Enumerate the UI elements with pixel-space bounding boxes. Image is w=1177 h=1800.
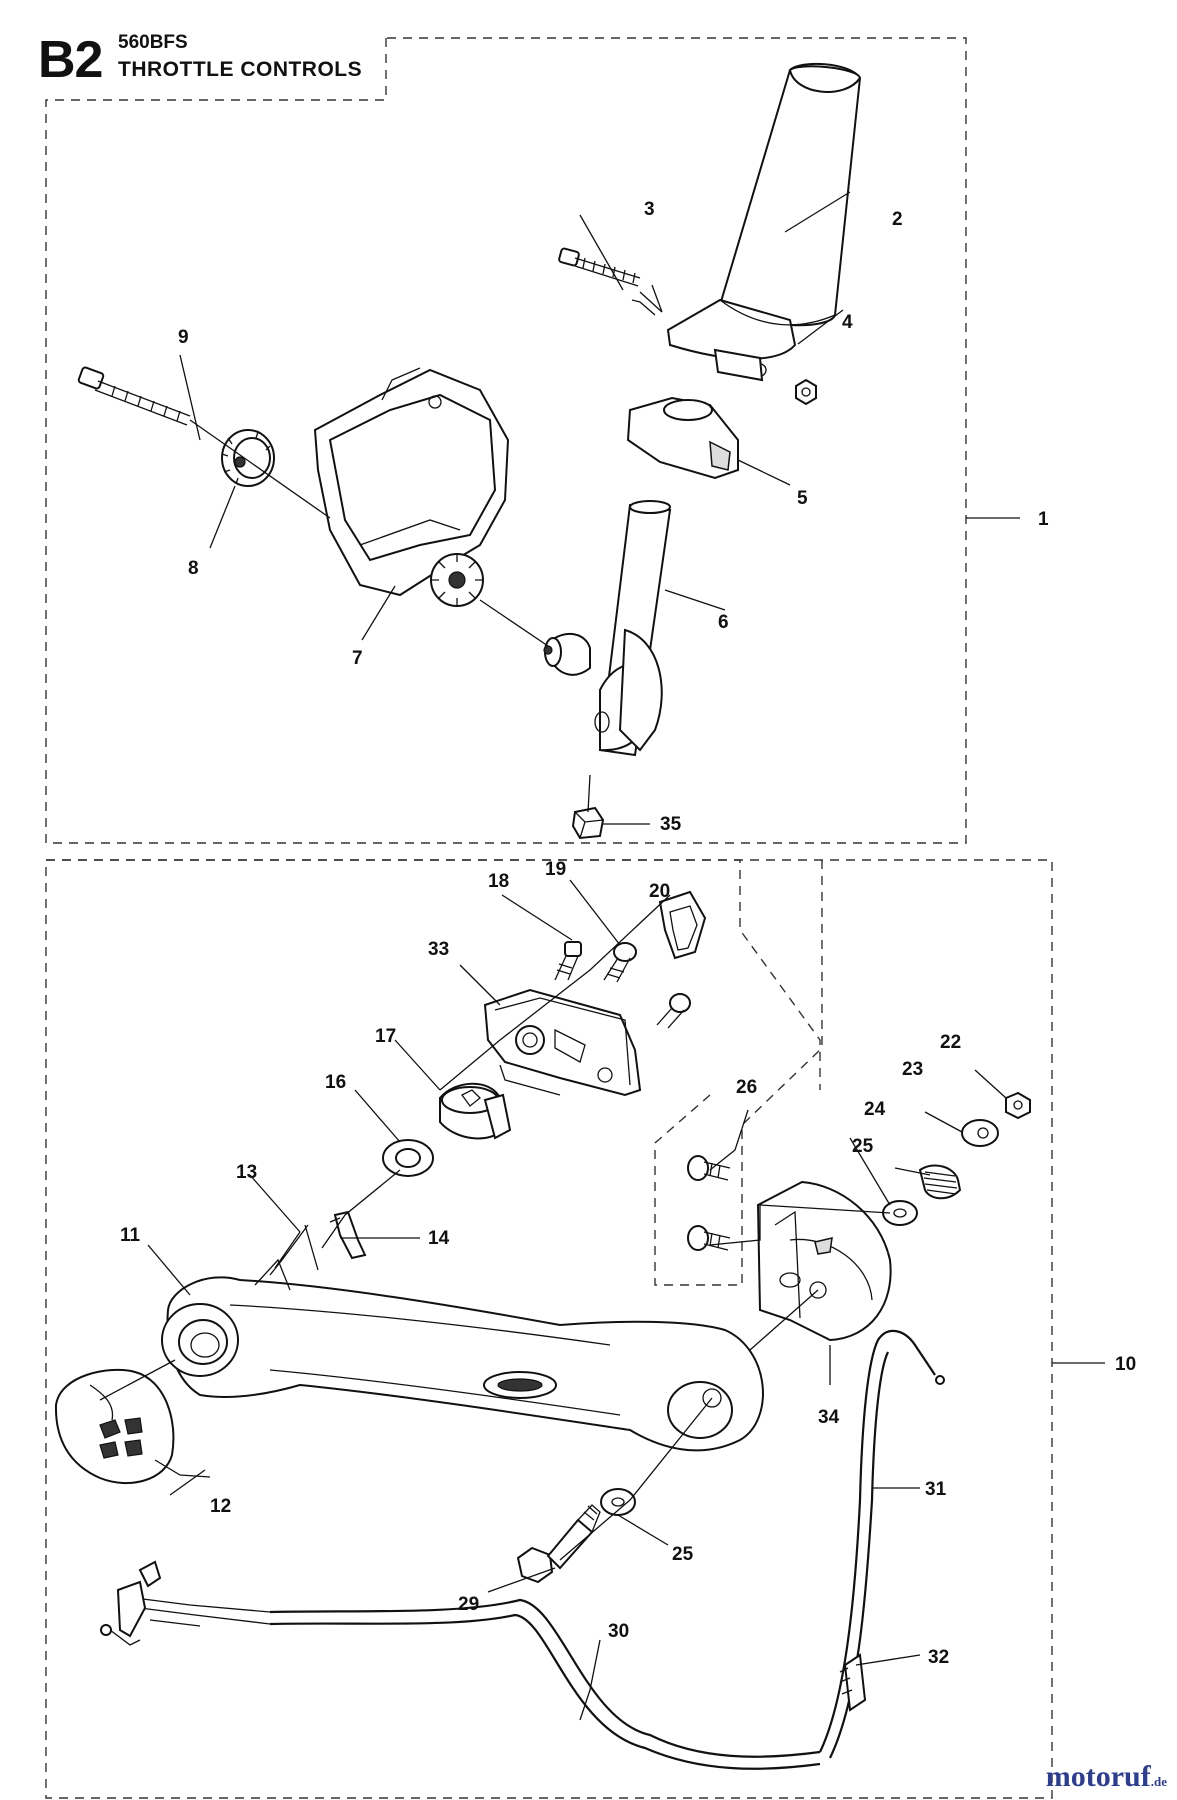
part-long-bolt	[77, 366, 191, 426]
part-spring-wire	[269, 1224, 319, 1276]
section-code: B2	[38, 31, 103, 89]
callout-5: 5	[797, 488, 808, 509]
callout-18: 18	[488, 871, 509, 892]
callout-34: 34	[818, 1407, 840, 1428]
part-screw-18	[554, 941, 582, 981]
callout-17: 17	[375, 1026, 396, 1047]
watermark-logo: motoruf.de	[1046, 1760, 1167, 1794]
callout-26: 26	[736, 1077, 757, 1098]
callout-29: 29	[458, 1594, 479, 1615]
lower-group-boundary	[45, 859, 1053, 1799]
part-washer-16	[382, 1139, 434, 1177]
callout-25-lower: 25	[672, 1544, 694, 1565]
callout-23: 23	[902, 1059, 923, 1080]
part-tension-knob	[221, 429, 275, 487]
model-name: 560BFS	[118, 32, 188, 53]
part-handle-tube	[594, 500, 672, 757]
part-nut-22	[1005, 1091, 1031, 1120]
part-throttle-housing	[483, 988, 642, 1097]
callout-13: 13	[236, 1162, 257, 1183]
callout-1: 1	[1038, 509, 1049, 530]
watermark-name: motoruf	[1045, 1760, 1151, 1793]
callout-9: 9	[178, 327, 189, 348]
part-bracket-housing	[756, 1180, 892, 1342]
part-cable-harness	[100, 1560, 821, 1770]
callout-11: 11	[120, 1225, 141, 1246]
watermark-suffix: .de	[1150, 1774, 1167, 1789]
part-throttle-cable	[819, 1329, 945, 1759]
section-title: THROTTLE CONTROLS	[118, 58, 363, 81]
callout-33: 33	[428, 939, 449, 960]
callout-3: 3	[644, 199, 655, 220]
part-spring-24	[918, 1164, 962, 1200]
part-lever-cover	[54, 1368, 175, 1485]
callout-20: 20	[649, 881, 670, 902]
callout-labels: 1 2 3 4 5 6 7 8 9 10 11 12 13 14 16 17 1…	[120, 199, 1136, 1668]
callout-2: 2	[892, 209, 903, 230]
callout-32: 32	[928, 1647, 949, 1668]
inner-group-boundary-right	[654, 860, 823, 1286]
lower-leader-lines	[99, 879, 1105, 1721]
callout-14: 14	[428, 1228, 450, 1249]
callout-22: 22	[940, 1032, 961, 1053]
part-bushing	[439, 1082, 512, 1140]
part-screw-26b	[687, 1225, 731, 1251]
part-throttle-lever	[161, 1258, 764, 1452]
callout-8: 8	[188, 558, 199, 579]
callout-10: 10	[1115, 1354, 1136, 1375]
part-handle-grip	[666, 62, 862, 382]
upper-leader-lines	[179, 191, 1020, 825]
part-handle-clamp	[626, 396, 739, 480]
part-washer-23	[961, 1119, 999, 1147]
callout-4: 4	[842, 312, 853, 333]
callout-16: 16	[325, 1072, 346, 1093]
callout-35: 35	[660, 814, 682, 835]
part-shaft-stud	[543, 632, 591, 676]
callout-30: 30	[608, 1621, 629, 1642]
part-pipe-clamp	[313, 367, 510, 597]
inner-group-boundary-left	[46, 859, 821, 1090]
callout-7: 7	[352, 648, 363, 669]
part-cable-connector	[839, 1653, 867, 1712]
part-screw-side	[656, 993, 691, 1029]
part-square-nut	[571, 806, 605, 840]
callout-31: 31	[925, 1479, 947, 1500]
part-shoulder-bolt	[516, 1504, 601, 1584]
callout-24: 24	[864, 1099, 886, 1120]
callout-19: 19	[545, 859, 566, 880]
part-trigger-insert	[658, 890, 707, 960]
callout-25-upper: 25	[852, 1136, 874, 1157]
part-nut-upper	[795, 378, 817, 406]
upper-group-boundary	[45, 37, 967, 844]
callout-12: 12	[210, 1496, 231, 1517]
callout-6: 6	[718, 612, 729, 633]
part-small-clip	[329, 1210, 367, 1260]
part-screw-19	[603, 942, 637, 983]
part-screw-upper	[558, 247, 641, 287]
part-clamp-knob	[430, 553, 484, 607]
